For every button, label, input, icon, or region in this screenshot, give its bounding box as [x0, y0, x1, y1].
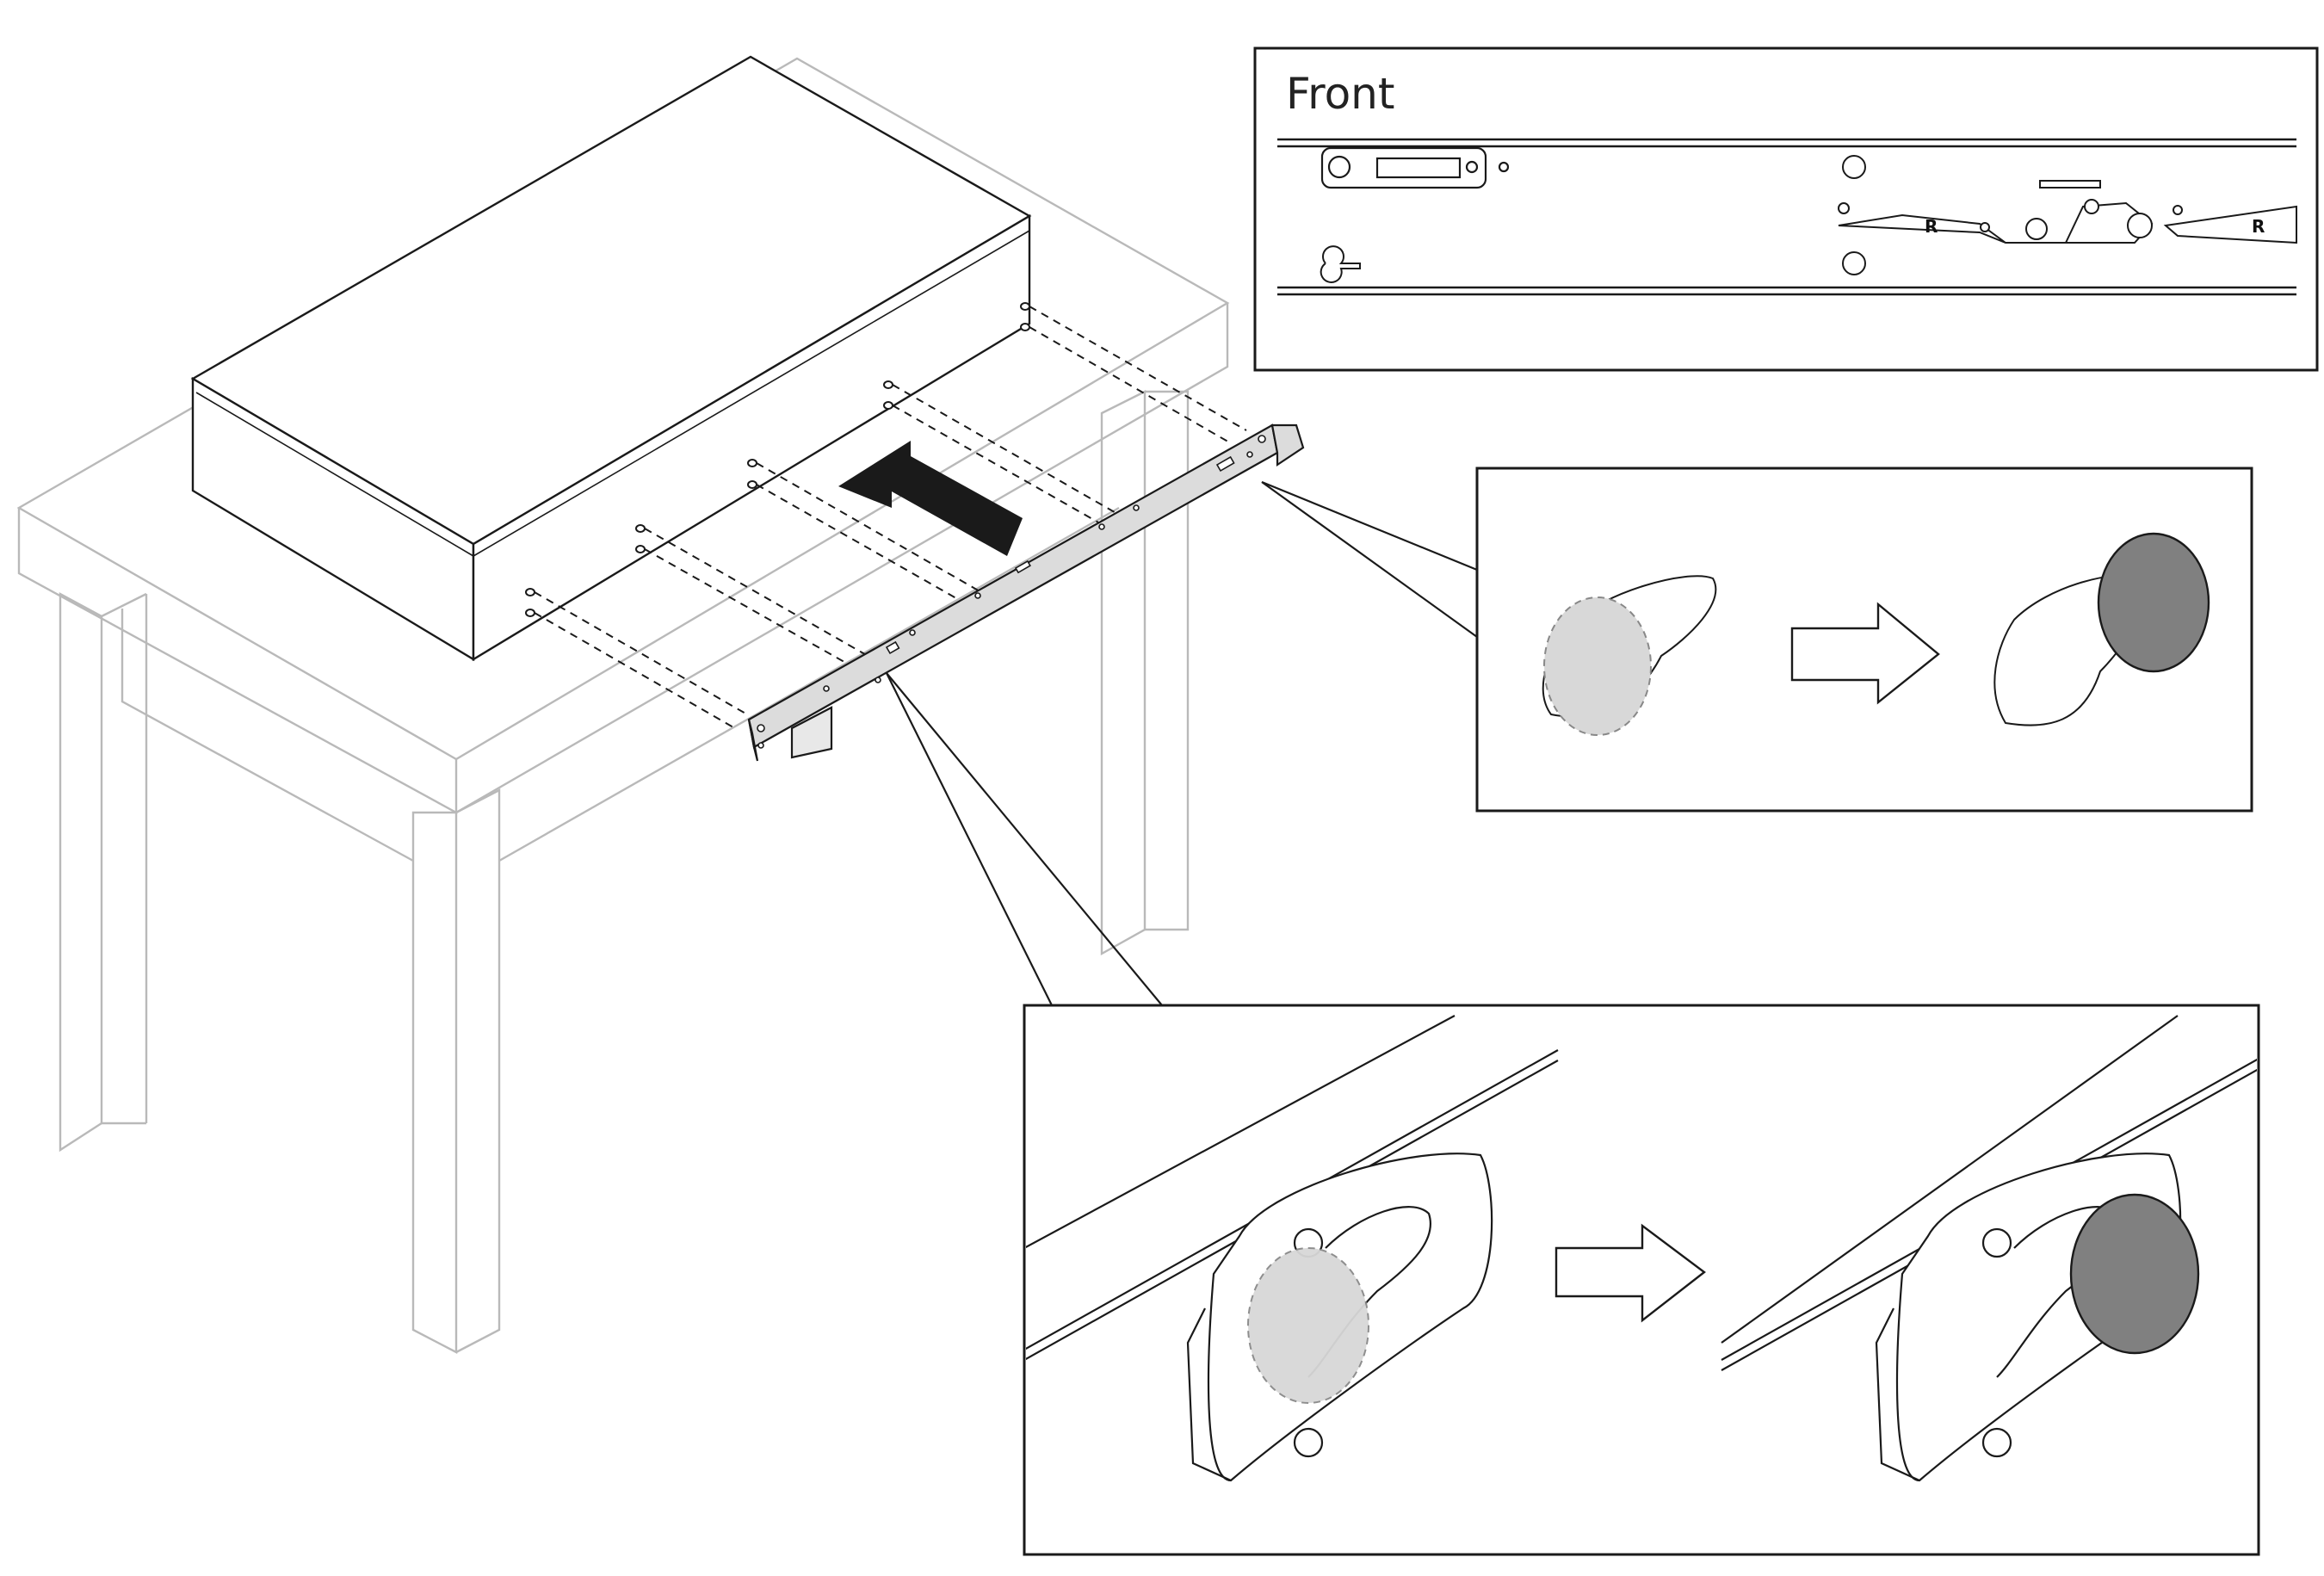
keyhole-top-right: [1842, 155, 1866, 179]
alignment-lines: [534, 306, 1247, 728]
front-latch: [1320, 146, 1510, 189]
chassis-side: [472, 213, 1031, 662]
table-apron-right: [498, 506, 1120, 862]
pin-after: [2097, 532, 2210, 673]
rail-rear-bracket: [790, 706, 833, 759]
rear-pin-before: [1247, 1247, 1369, 1404]
table-top-right-edge: [455, 303, 1229, 814]
rail-marking-right: R: [2252, 216, 2265, 237]
table-leg-front-right: [411, 811, 458, 1354]
rear-pin-after: [2069, 1193, 2200, 1355]
front-view-panel: Front: [1253, 46, 2319, 372]
rail-marking-left: R: [1925, 216, 1938, 237]
slide-rail: [747, 423, 1305, 762]
table-top-front-edge: [17, 508, 458, 815]
pin-before: [1543, 596, 1652, 736]
front-panel-title: Front: [1286, 69, 1394, 119]
keyhole-left: [1320, 245, 1361, 283]
rail-marking-section: [1838, 180, 2297, 244]
front-pin-callout: [1261, 467, 2253, 813]
front-panel-frame: [1253, 46, 2319, 372]
rail-front-bracket: [1270, 423, 1305, 467]
install-direction-arrow: [838, 441, 1023, 556]
table-leg-back-right: [1100, 390, 1147, 956]
rear-pin-callout: [886, 672, 2260, 1556]
process-arrow: [1554, 1223, 1706, 1323]
table-leg-front-left: [59, 591, 103, 1153]
chassis-screws: [525, 302, 1030, 617]
table-apron: [121, 609, 414, 862]
process-arrow: [1790, 602, 1940, 705]
server-chassis: [190, 55, 1032, 662]
work-table: [16, 57, 1230, 1354]
keyhole-bottom-right: [1842, 251, 1866, 275]
